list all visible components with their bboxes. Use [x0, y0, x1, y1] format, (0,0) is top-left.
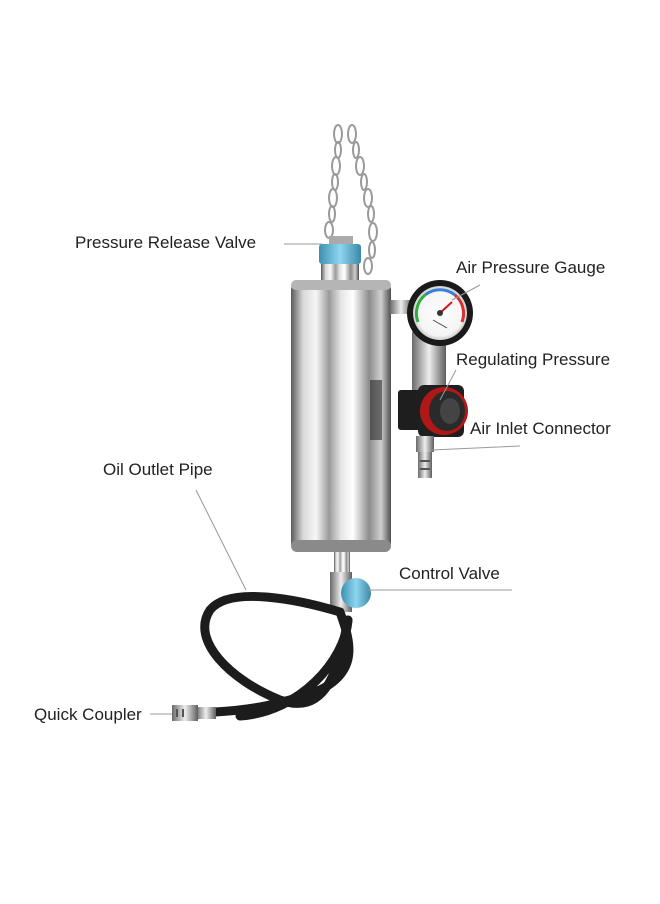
pressure-regulator: [398, 385, 468, 437]
label-quick-coupler: Quick Coupler: [34, 705, 142, 724]
leader-regulating-pressure: [439, 369, 457, 401]
leader-oil-outlet-pipe: [195, 489, 247, 591]
leader-lines: [150, 243, 521, 715]
quick-coupler: [172, 705, 216, 721]
pressure-release-valve: [319, 236, 361, 284]
label-air-inlet-connector: Air Inlet Connector: [470, 419, 611, 438]
label-pressure-release-valve: Pressure Release Valve: [75, 233, 257, 252]
leader-air-pressure-gauge: [451, 284, 481, 301]
label-oil-outlet-pipe: Oil Outlet Pipe: [103, 460, 213, 479]
hanging-chain: [324, 124, 378, 275]
gauge-fitting: [390, 300, 446, 400]
label-air-pressure-gauge: Air Pressure Gauge: [456, 258, 606, 277]
label-control-valve: Control Valve: [399, 564, 500, 583]
label-regulating-pressure: Regulating Pressure: [456, 350, 611, 369]
air-pressure-gauge: [407, 280, 473, 346]
oil-outlet-hose: [200, 591, 354, 721]
steel-tank: [291, 280, 391, 552]
air-inlet-connector: [416, 436, 434, 478]
leader-air-inlet-connector: [431, 445, 521, 451]
control-valve: [330, 552, 371, 612]
